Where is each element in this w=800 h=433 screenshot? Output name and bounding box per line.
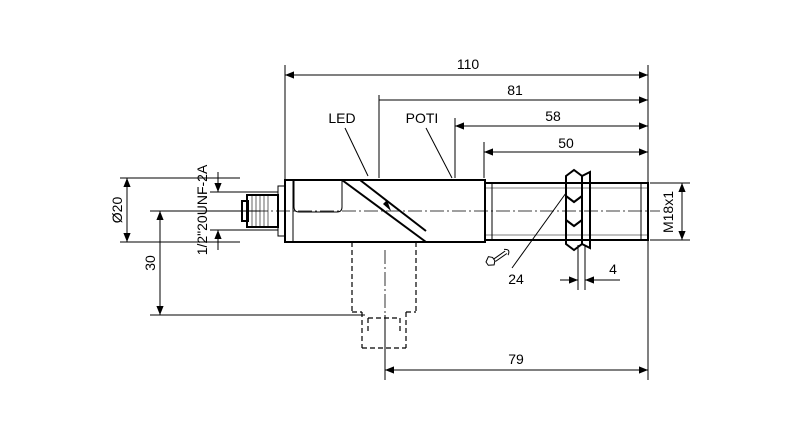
dimension-30: 30 <box>142 211 164 315</box>
dimension-58: 58 <box>455 108 648 130</box>
dimension-m18: M18x1 <box>660 183 686 240</box>
callout-poti-label: POTI <box>406 110 439 126</box>
dim-4-label: 4 <box>609 261 617 277</box>
dim-110-label: 110 <box>457 56 480 72</box>
wrench-size-label: 24 <box>508 271 524 287</box>
callout-poti: POTI <box>406 110 453 179</box>
hex-nut <box>565 168 591 252</box>
dimension-81: 81 <box>379 82 648 104</box>
dim-diameter-label: Ø20 <box>109 197 125 224</box>
dim-58-label: 58 <box>545 108 561 124</box>
angled-variant-outline <box>351 242 417 349</box>
dimension-diameter-20: Ø20 <box>109 178 131 242</box>
wrench-icon <box>485 248 510 266</box>
dim-50-label: 50 <box>558 135 574 151</box>
dim-30-label: 30 <box>142 255 158 271</box>
callout-led-label: LED <box>328 110 355 126</box>
dimension-79: 79 <box>385 351 648 374</box>
dim-81-label: 81 <box>507 82 523 98</box>
dimension-110: 110 <box>285 56 648 79</box>
callout-led: LED <box>328 110 369 177</box>
body-thread-label: M18x1 <box>660 191 676 233</box>
dim-79-label: 79 <box>508 351 524 367</box>
connector-thread-label: 1/2"20UNF-2A <box>194 164 210 255</box>
callout-wrench: 24 <box>485 192 567 287</box>
dimension-4: 4 <box>560 261 620 284</box>
dimension-50: 50 <box>484 135 648 156</box>
center-axis <box>232 210 660 356</box>
dimension-connector-thread: 1/2"20UNF-2A <box>194 164 222 255</box>
